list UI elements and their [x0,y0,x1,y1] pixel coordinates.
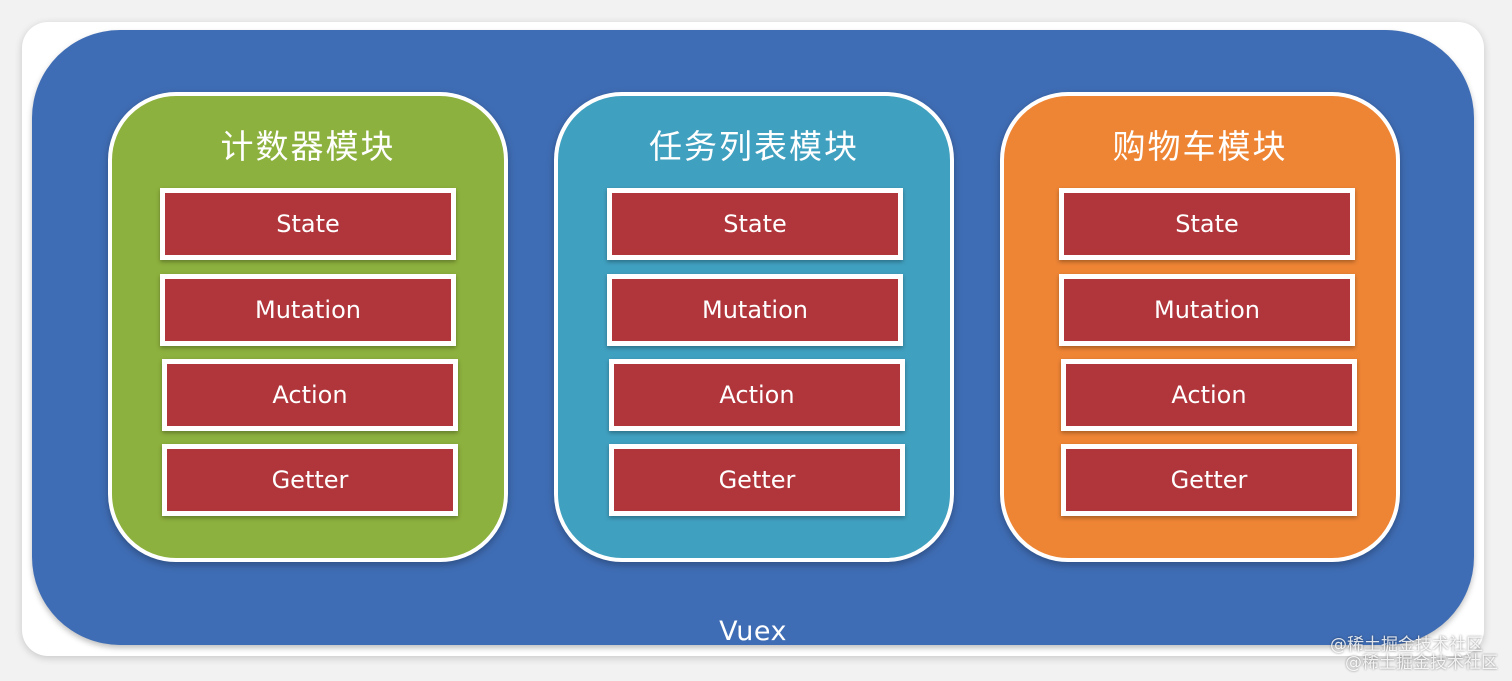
module-shopping-cart: 购物车模块 State Mutation Action Getter [1000,92,1400,562]
watermark-duplicate: @稀土掘金技术社区 [1345,653,1498,673]
module-item-mutation: Mutation [607,274,903,346]
watermark: @稀土掘金技术社区 [1330,635,1483,655]
module-item-action: Action [162,359,458,431]
vuex-label: Vuex [719,616,787,647]
module-item-state: State [1059,188,1355,260]
module-item-getter: Getter [609,444,905,516]
module-task-list: 任务列表模块 State Mutation Action Getter [554,92,954,562]
module-title: 计数器模块 [220,127,396,166]
module-title: 购物车模块 [1112,127,1288,166]
module-item-action: Action [1061,359,1357,431]
module-item-mutation: Mutation [1059,274,1355,346]
module-item-action: Action [609,359,905,431]
module-item-state: State [160,188,456,260]
module-item-mutation: Mutation [160,274,456,346]
module-item-getter: Getter [1061,444,1357,516]
module-title: 任务列表模块 [649,127,859,166]
module-item-state: State [607,188,903,260]
module-item-getter: Getter [162,444,458,516]
module-counter: 计数器模块 State Mutation Action Getter [108,92,508,562]
